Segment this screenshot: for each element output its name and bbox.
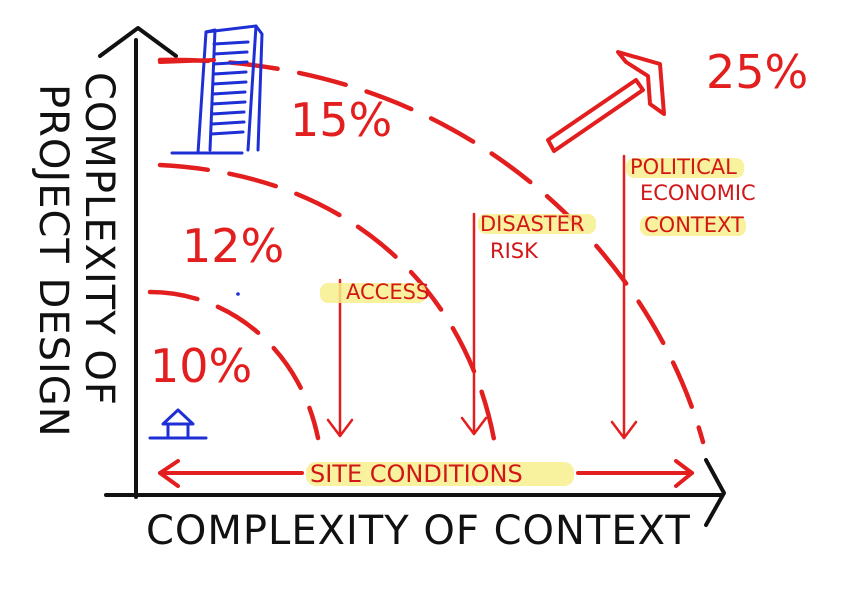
factor-political-line3: CONTEXT — [644, 213, 744, 237]
x-axis-arrowhead — [704, 458, 726, 527]
factor-political-line1: POLITICAL — [630, 155, 737, 179]
factor-access: ACCESS — [346, 280, 429, 304]
axes — [98, 26, 726, 527]
disaster-arrow — [460, 212, 488, 436]
site-conditions-label: SITE CONDITIONS — [310, 460, 523, 488]
y-axis-label-line2: PROJECT DESIGN — [30, 84, 76, 438]
x-axis-label: COMPLEXITY OF CONTEXT — [146, 508, 691, 554]
trend-arrow — [546, 50, 666, 153]
access-arrow — [326, 278, 354, 438]
factor-political-line2: ECONOMIC — [640, 181, 756, 205]
curve-15 — [157, 57, 706, 445]
curve-12 — [157, 162, 498, 448]
percent-label-12: 12% — [182, 219, 284, 273]
small-house-icon — [148, 408, 208, 440]
percent-label-15: 15% — [290, 93, 392, 147]
percent-label-25: 25% — [706, 45, 808, 99]
skyscraper-icon — [170, 24, 264, 155]
factor-disaster-line1: DISASTER — [480, 212, 584, 236]
percent-label-10: 10% — [150, 339, 252, 393]
political-arrow — [610, 154, 638, 440]
y-axis-label-line1: COMPLEXITY OF — [76, 72, 122, 406]
site-conditions-arrow — [158, 459, 694, 488]
factor-disaster-line2: RISK — [490, 239, 539, 263]
curve-10 — [147, 289, 321, 441]
skyscraper-red-stroke — [158, 58, 216, 64]
stray-dot — [236, 292, 240, 296]
y-axis-arrowhead — [98, 26, 178, 58]
